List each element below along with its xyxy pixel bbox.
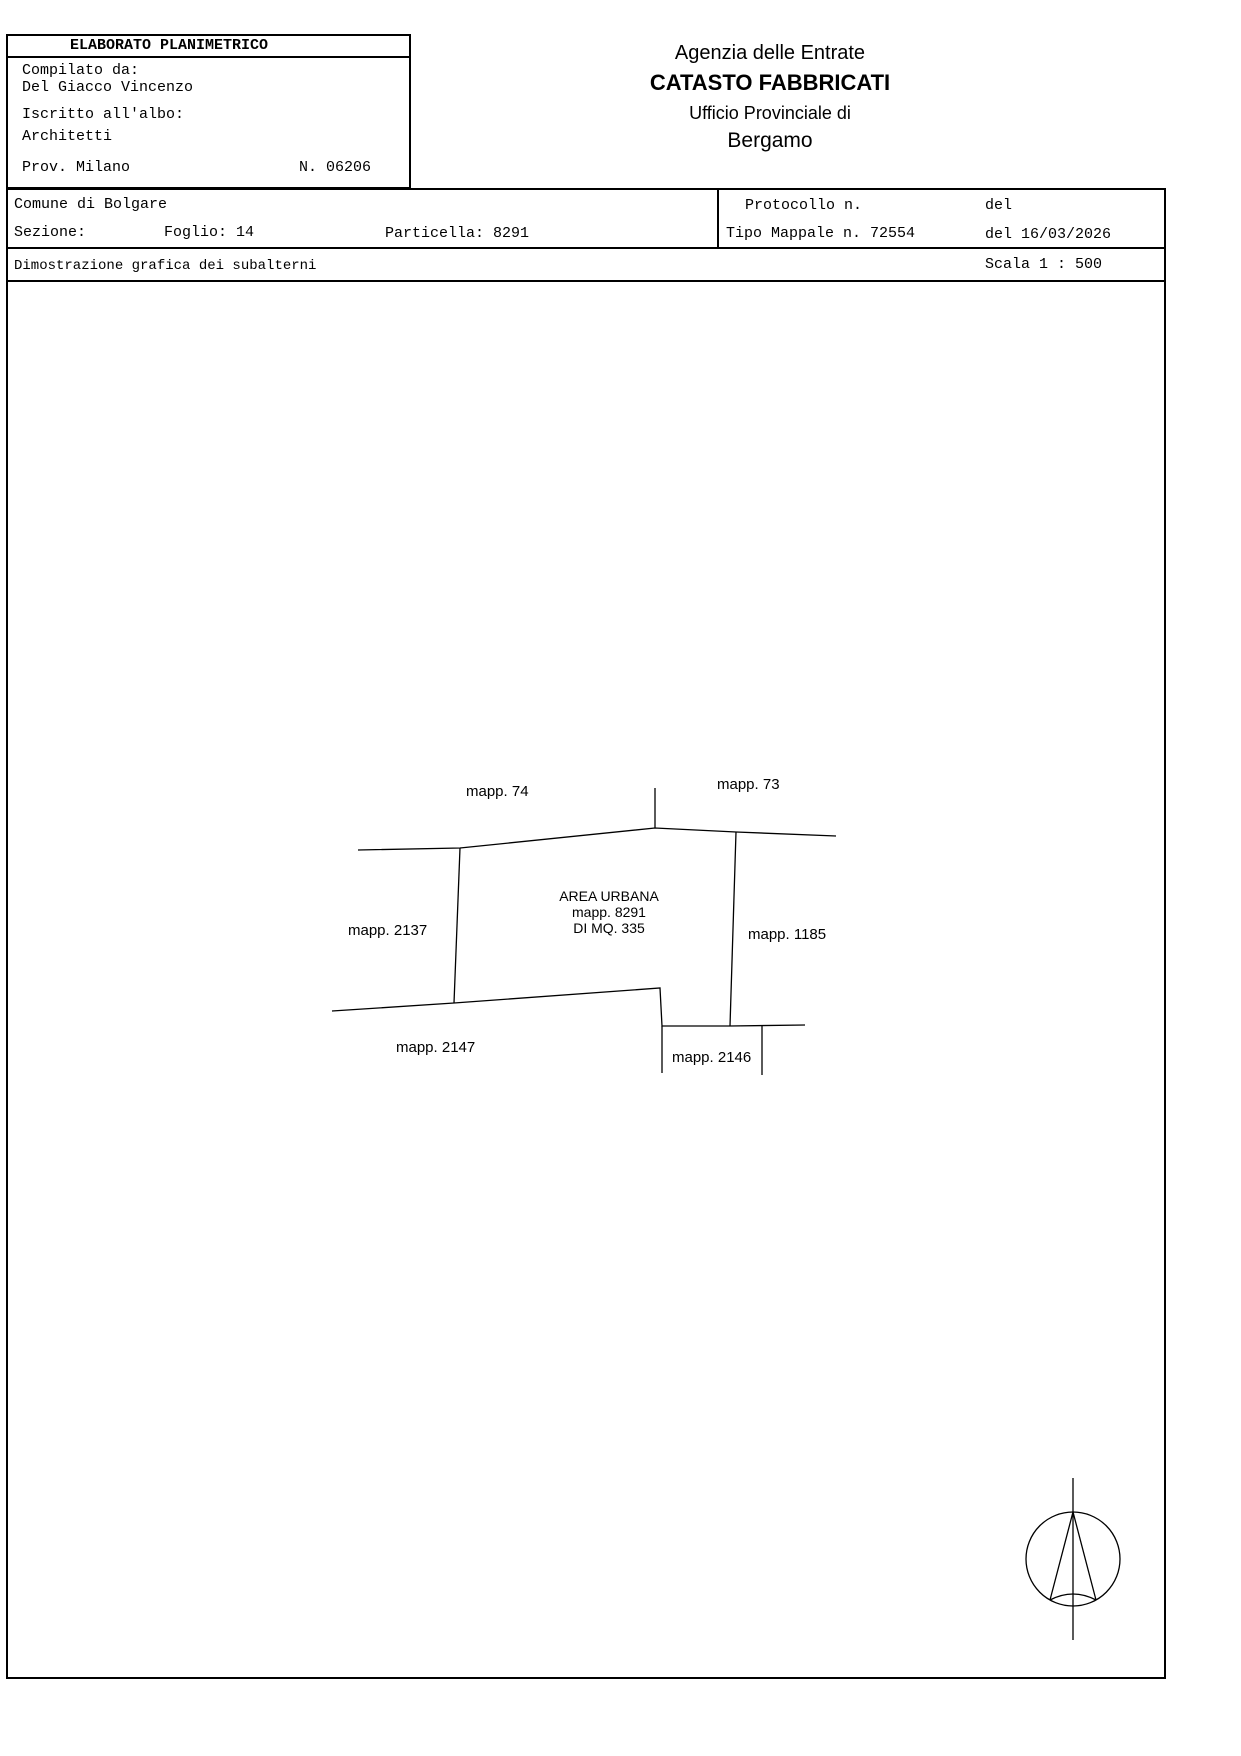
register-value: Architetti xyxy=(22,128,113,145)
compiled-by-name: Del Giacco Vincenzo xyxy=(22,79,194,96)
registration-number: N. 06206 xyxy=(299,159,372,176)
area-type-label: AREA URBANA xyxy=(559,888,659,904)
compiled-by-label: Compilato da: xyxy=(22,62,140,79)
sezione: Sezione: xyxy=(14,224,87,241)
description-row-divider xyxy=(6,280,1166,282)
label-mapp-2146: mapp. 2146 xyxy=(672,1049,751,1066)
south-boundary-line xyxy=(331,987,806,1027)
office-label: Ufficio Provinciale di xyxy=(689,103,851,123)
tipo-mappale: Tipo Mappale n. 72554 xyxy=(726,225,916,242)
north-arrow-pointer xyxy=(1049,1509,1097,1601)
province: Prov. Milano xyxy=(22,159,131,176)
east-boundary-line xyxy=(729,831,737,1027)
protocollo: Protocollo n. xyxy=(745,197,863,214)
west-boundary-line xyxy=(453,847,461,1004)
area-size-label: DI MQ. 335 xyxy=(573,920,645,936)
tipo-mappale-date: del 16/03/2026 xyxy=(985,226,1112,243)
north-boundary-line xyxy=(357,827,837,851)
comune: Comune di Bolgare xyxy=(14,196,168,213)
label-mapp-1185: mapp. 1185 xyxy=(748,926,826,943)
area-parcel-label: mapp. 8291 xyxy=(572,904,646,920)
register-label: Iscritto all'albo: xyxy=(22,106,185,123)
agency-name: Agenzia delle Entrate xyxy=(674,42,866,64)
particella: Particella: 8291 xyxy=(385,225,530,242)
protocollo-date: del xyxy=(985,197,1013,214)
drawing-frame xyxy=(6,188,1166,1679)
info-row-divider xyxy=(6,247,1166,249)
north-arrow-base-arc xyxy=(1049,1593,1097,1601)
label-mapp-2147: mapp. 2147 xyxy=(396,1039,475,1056)
title-block-divider xyxy=(6,56,411,58)
foglio: Foglio: 14 xyxy=(164,224,255,241)
drawing-scale: Scala 1 : 500 xyxy=(985,256,1103,273)
office-city: Bergamo xyxy=(727,129,813,152)
label-mapp-74: mapp. 74 xyxy=(466,783,529,800)
info-column-divider xyxy=(717,188,719,248)
drawing-description: Dimostrazione grafica dei subalterni xyxy=(14,258,317,274)
catasto-title: CATASTO FABBRICATI xyxy=(649,70,891,95)
document-type-heading: ELABORATO PLANIMETRICO xyxy=(70,37,269,54)
label-mapp-73: mapp. 73 xyxy=(717,776,780,793)
label-mapp-2137: mapp. 2137 xyxy=(348,922,427,939)
